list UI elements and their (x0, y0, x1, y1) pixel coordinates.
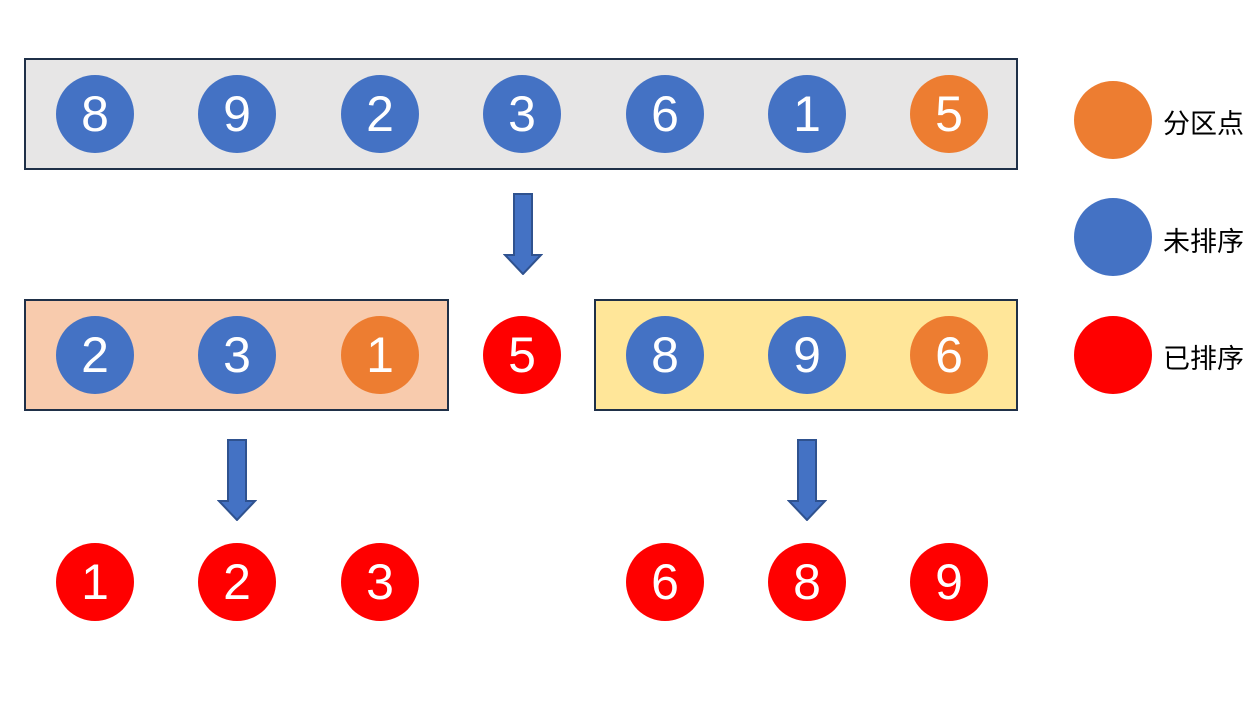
down-arrow-shape (503, 193, 543, 275)
middle-sorted-item: 5 (483, 316, 561, 394)
result-right-item-2: 8 (768, 543, 846, 621)
right-group-item-1: 8 (626, 316, 704, 394)
result-right-item-3: 9 (910, 543, 988, 621)
row1-item-4: 3 (483, 75, 561, 153)
down-arrow-right-icon (787, 439, 827, 521)
down-arrow-right-shape (787, 439, 827, 521)
legend-unsorted-label: 未排序 (1163, 227, 1244, 258)
left-group-item-1: 2 (56, 316, 134, 394)
result-left-item-3: 3 (341, 543, 419, 621)
legend-unsorted-swatch (1074, 198, 1152, 276)
result-left-item-2: 2 (198, 543, 276, 621)
legend-sorted-label: 已排序 (1163, 344, 1244, 375)
row1-pivot-item: 5 (910, 75, 988, 153)
legend-pivot-label: 分区点 (1163, 109, 1244, 140)
down-arrow-left-shape (217, 439, 257, 521)
result-right-item-1: 6 (626, 543, 704, 621)
row1-item-1: 8 (56, 75, 134, 153)
row1-item-5: 6 (626, 75, 704, 153)
row1-item-6: 1 (768, 75, 846, 153)
legend-pivot-swatch (1074, 81, 1152, 159)
down-arrow-left-icon (217, 439, 257, 521)
row1-item-2: 9 (198, 75, 276, 153)
row1-item-3: 2 (341, 75, 419, 153)
left-group-pivot-item: 1 (341, 316, 419, 394)
right-group-item-2: 9 (768, 316, 846, 394)
right-group-pivot-item: 6 (910, 316, 988, 394)
left-group-item-2: 3 (198, 316, 276, 394)
result-left-item-1: 1 (56, 543, 134, 621)
down-arrow-icon (503, 193, 543, 275)
legend-sorted-swatch (1074, 316, 1152, 394)
